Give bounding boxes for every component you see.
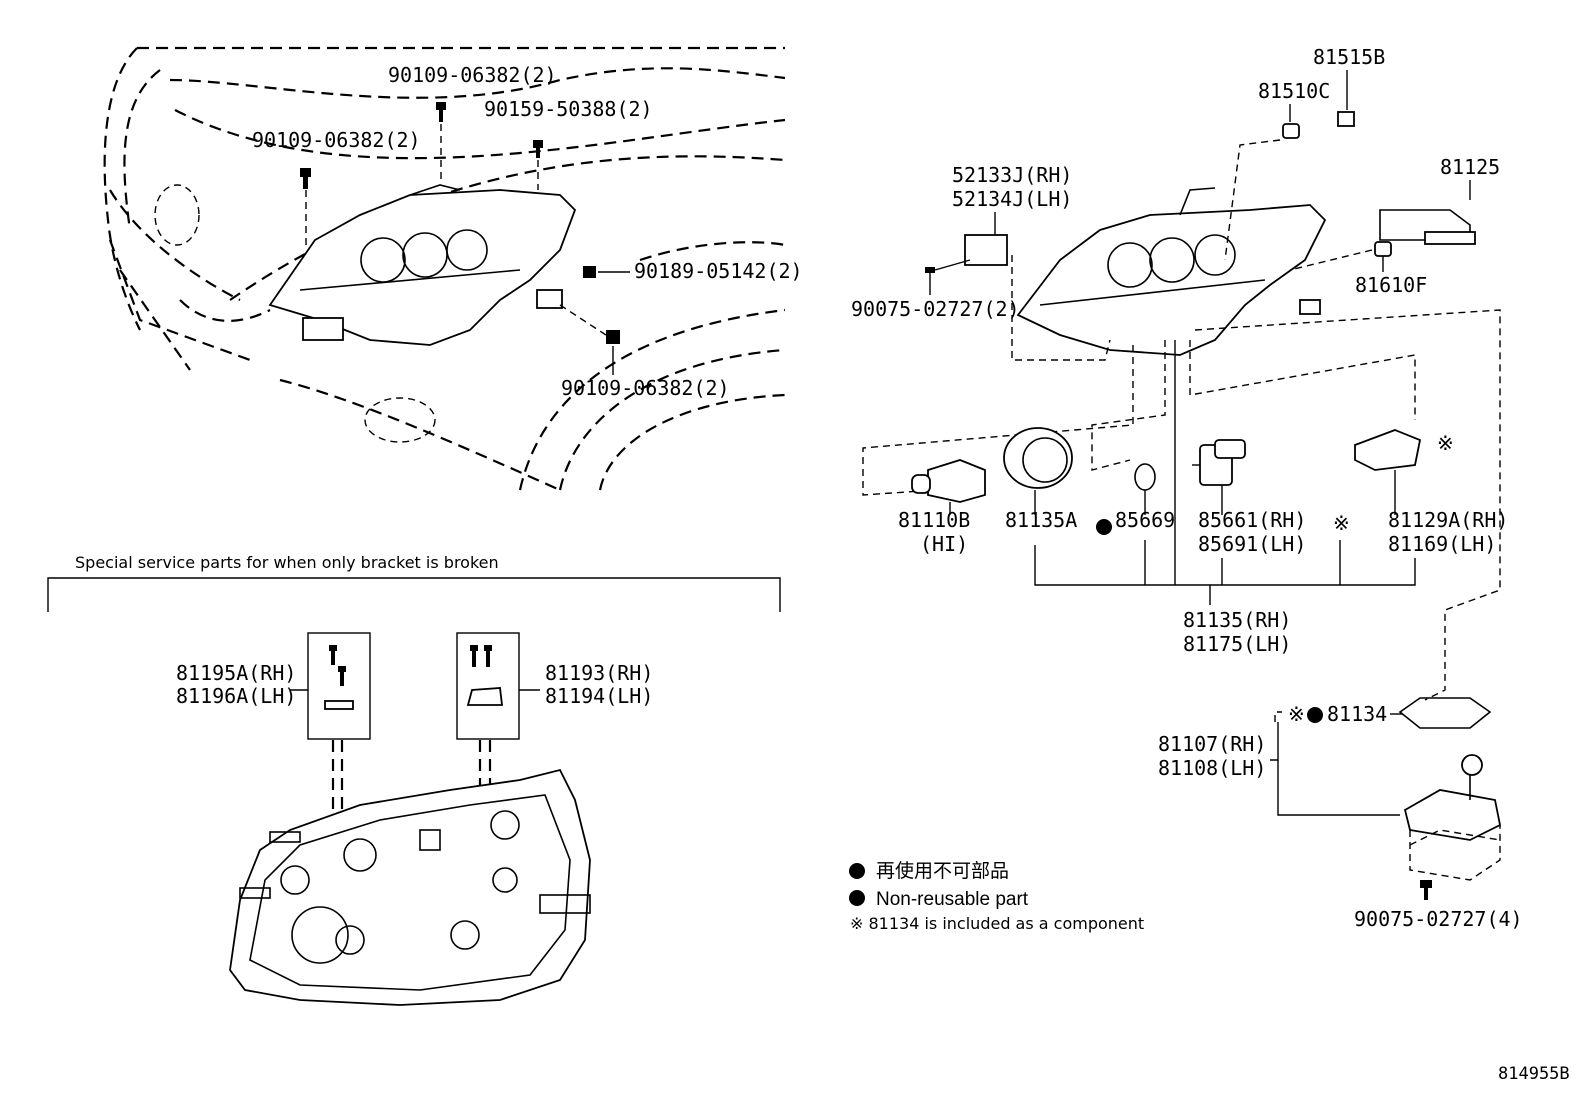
part-label-gasket: 81134 <box>1327 702 1387 726</box>
actuator-icon <box>1354 429 1422 515</box>
part-label-cover: 81610F <box>1355 273 1427 297</box>
part-label-oring: 85669 <box>1115 508 1175 532</box>
part-label-actuator: 81129A(RH) <box>1388 508 1508 532</box>
bolt-icon <box>436 102 446 180</box>
part-label-assembly: 81135(RH) <box>1183 608 1291 632</box>
part-label-ballast: 81108(LH) <box>1158 756 1266 780</box>
part-label-nut: 90189-05142(2) <box>634 259 803 283</box>
nut-icon <box>583 266 630 278</box>
gasket-icon <box>1398 697 1492 729</box>
motor-icon <box>1192 439 1246 515</box>
reference-mark: ※ <box>1333 511 1350 535</box>
bracket-kit-box <box>307 632 371 740</box>
part-label-screw: 90159-50388(2) <box>484 97 653 121</box>
legend-note-text: ※ 81134 is included as a component <box>850 914 1144 933</box>
reference-mark: ※ <box>1288 702 1305 726</box>
reference-mark: ※ <box>1437 431 1454 455</box>
cover-icon <box>1282 123 1300 139</box>
headlamp-rear-view <box>229 768 591 1006</box>
part-label-wire: 81125 <box>1440 155 1500 179</box>
non-reusable-marker-icon <box>1096 519 1112 535</box>
section-bracket-line <box>47 577 781 612</box>
socket-icon <box>964 234 1008 266</box>
part-label-bracket: 81195A(RH) <box>176 661 296 685</box>
bulb-icon <box>911 459 986 515</box>
part-label-assembly: 81175(LH) <box>1183 632 1291 656</box>
part-label-bolt: 90109-06382(2) <box>561 376 730 400</box>
part-label-bulb-type: (HI) <box>920 532 968 556</box>
non-reusable-marker-icon <box>1307 707 1323 723</box>
part-label-bracket: 81193(RH) <box>545 661 653 685</box>
part-label-cap: 81515B <box>1313 45 1385 69</box>
cover-icon <box>1374 241 1392 257</box>
part-label-socket: 52134J(LH) <box>952 187 1072 211</box>
legend: 再使用不可部品 Non-reusable part ※ 81134 is inc… <box>849 860 1144 933</box>
part-label-motor: 85661(RH) <box>1198 508 1306 532</box>
part-label-bulb: 81110B <box>898 508 970 532</box>
bolt-icon <box>559 304 620 375</box>
assembly-bracket-line <box>1034 545 1416 586</box>
screw-icon <box>533 140 543 190</box>
section-title: Special service parts for when only brac… <box>75 553 499 572</box>
cap-icon <box>1337 111 1355 127</box>
part-label-bolt: 90109-06382(2) <box>388 63 557 87</box>
legend-en-text: Non-reusable part <box>876 889 1029 910</box>
part-label-screw: 90075-02727(4) <box>1354 907 1523 931</box>
screw-icon <box>466 645 504 706</box>
headlamp-installed <box>268 184 577 346</box>
screw-icon <box>1420 880 1432 888</box>
part-label-motor: 85691(LH) <box>1198 532 1306 556</box>
o-ring-icon <box>1134 463 1156 491</box>
part-label-bracket: 81196A(LH) <box>176 684 296 708</box>
part-label-socket: 52133J(RH) <box>952 163 1072 187</box>
bracket-kit-box <box>456 632 520 740</box>
part-label-cap: 81135A <box>1005 508 1077 532</box>
connector-icon <box>1424 231 1476 245</box>
legend-jp-text: 再使用不可部品 <box>876 860 1009 882</box>
part-label-actuator: 81169(LH) <box>1388 532 1496 556</box>
part-label-ballast: 81107(RH) <box>1158 732 1266 756</box>
screw-icon <box>324 645 354 710</box>
part-label-bracket: 81194(LH) <box>545 684 653 708</box>
headlamp-assembly <box>1016 187 1327 356</box>
screw-icon <box>925 267 935 273</box>
ballast-icon <box>1403 754 1502 841</box>
non-reusable-marker-icon <box>849 863 865 879</box>
non-reusable-marker-icon <box>849 890 865 906</box>
bolt-icon <box>300 168 311 245</box>
diagram-code: 814955B <box>1498 1064 1570 1084</box>
part-label-screw: 90075-02727(2) <box>851 297 1020 321</box>
bulb-socket-cap-icon <box>1003 427 1073 515</box>
part-label-bolt: 90109-06382(2) <box>252 128 421 152</box>
part-label-cover: 81510C <box>1258 79 1330 103</box>
